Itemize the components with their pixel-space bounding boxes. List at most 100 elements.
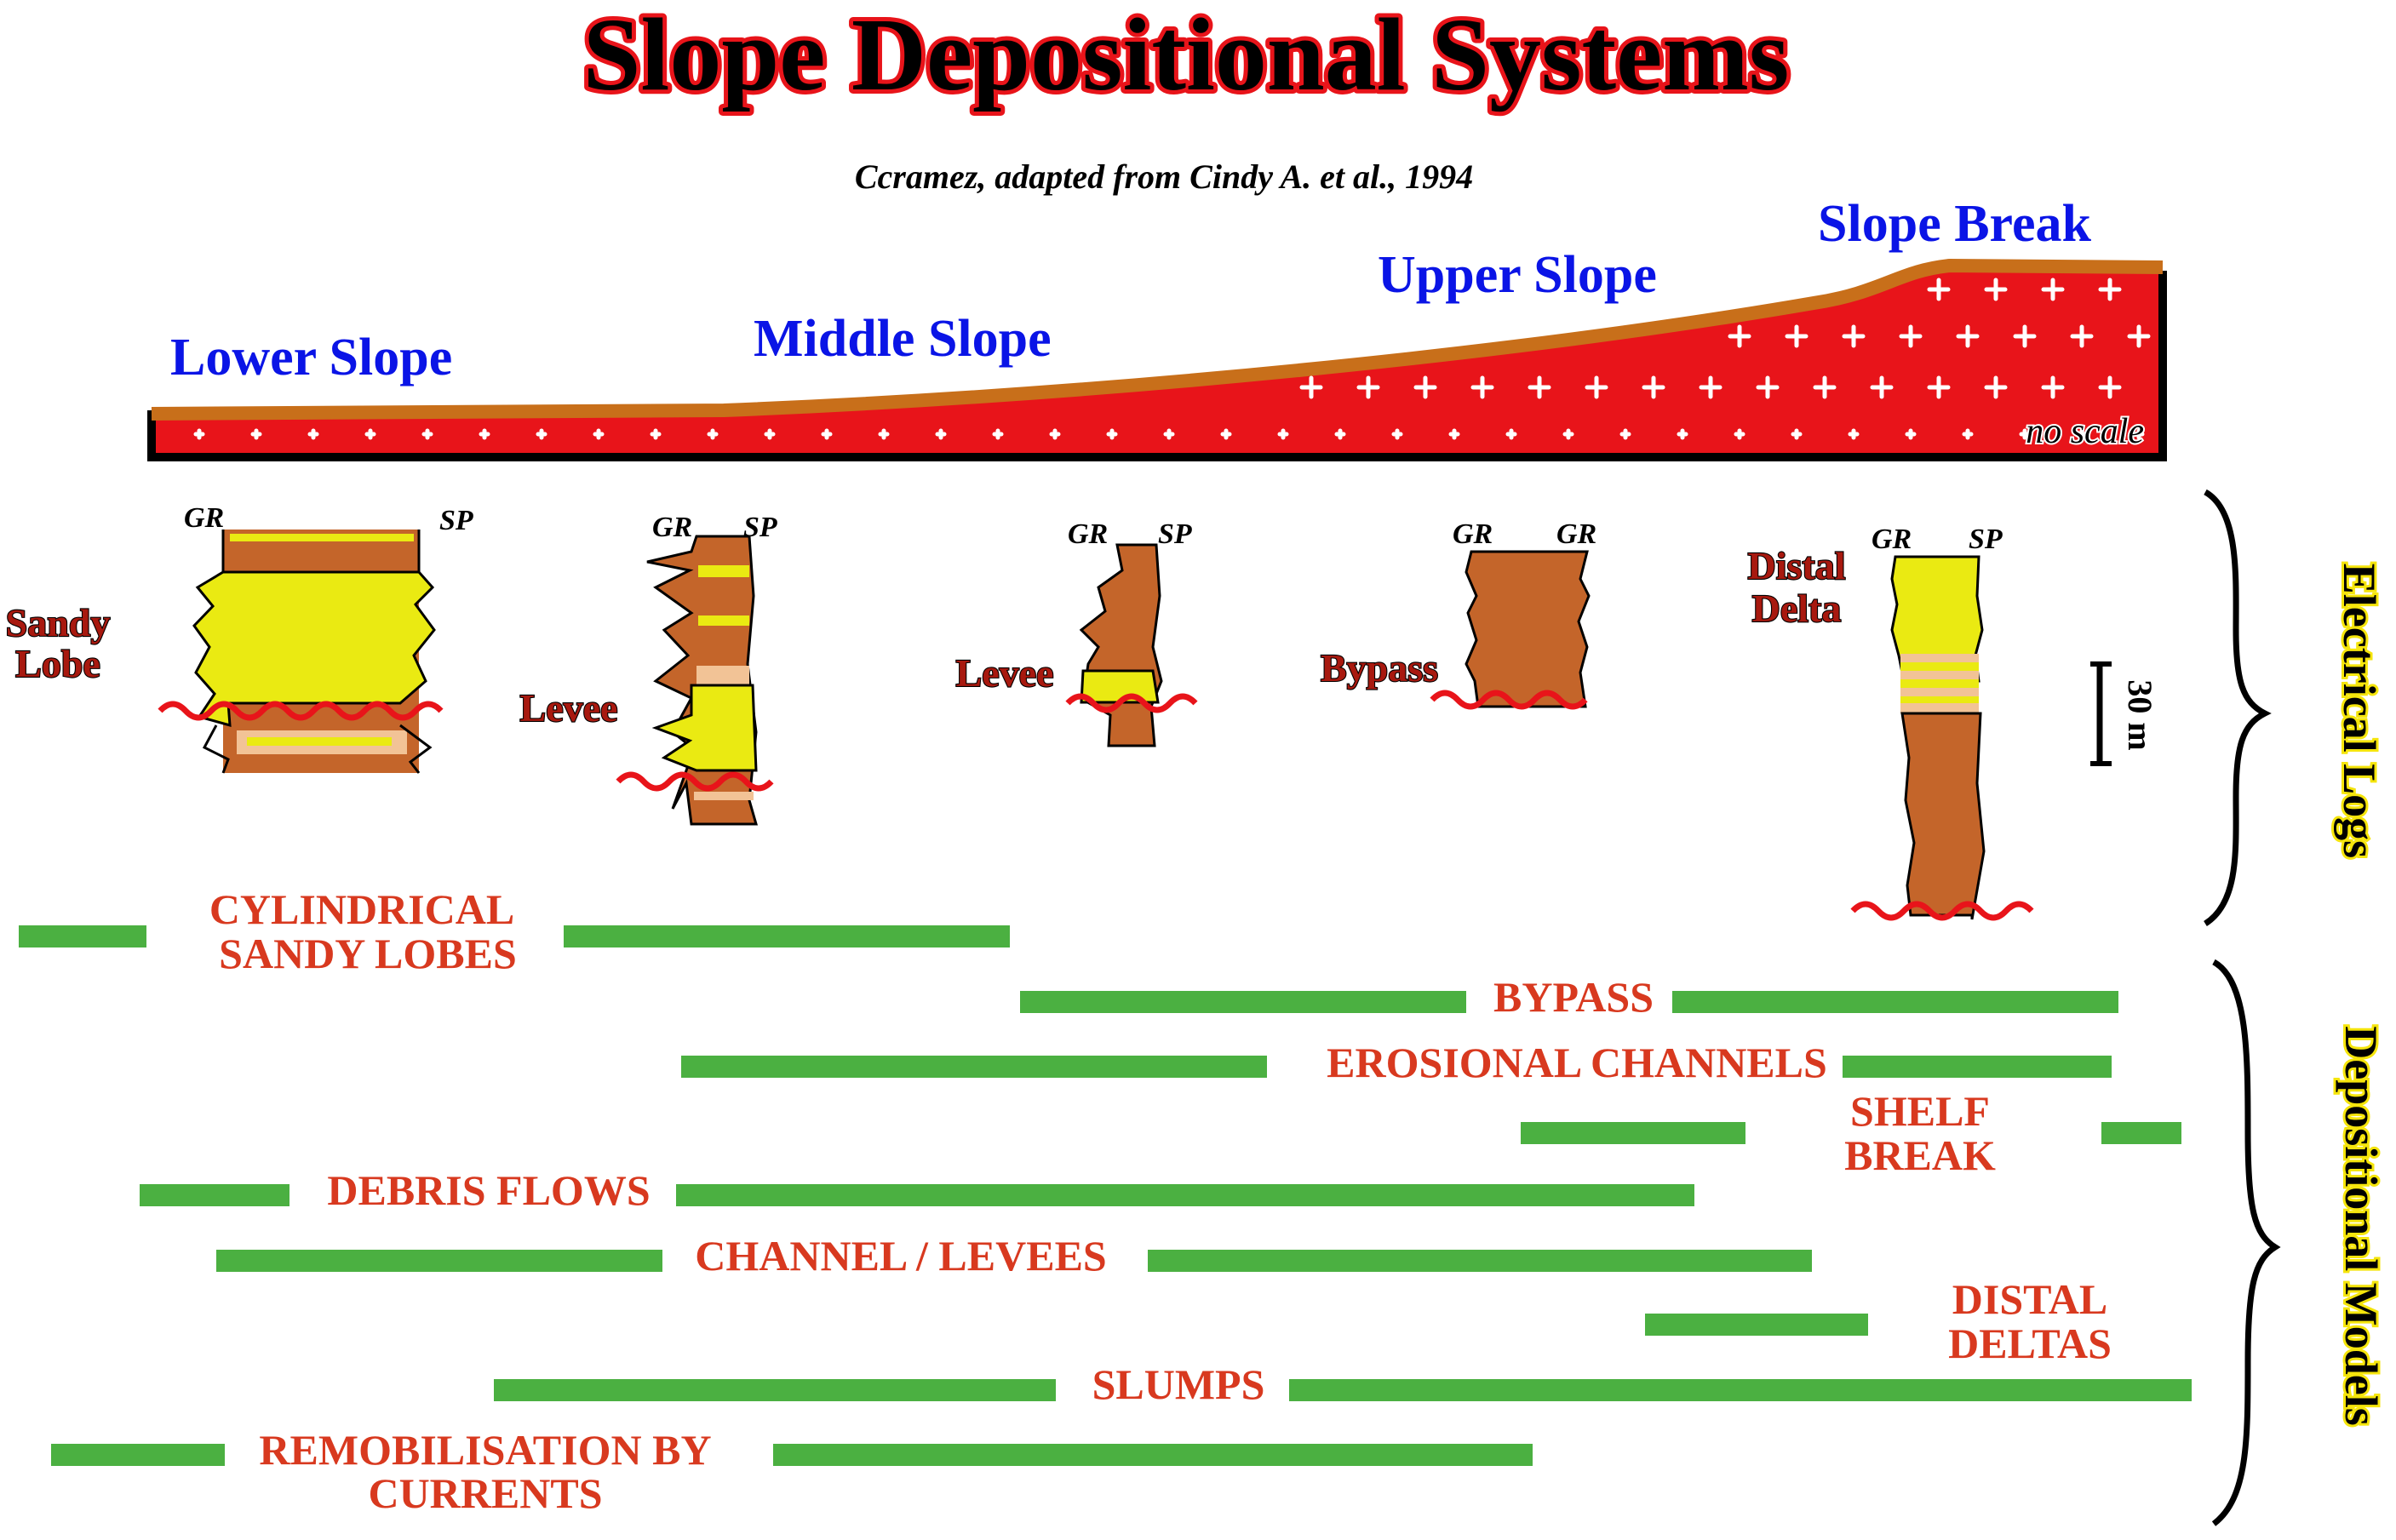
- range-bar: [216, 1250, 662, 1272]
- log-gr-label: GR: [1068, 518, 1108, 550]
- range-bar: [1289, 1379, 2192, 1401]
- range-bar: [681, 1056, 1267, 1078]
- model-label: SLUMPS: [1092, 1360, 1265, 1408]
- model-label: DEBRIS FLOWS: [327, 1166, 650, 1214]
- range-bar: [1672, 991, 2118, 1013]
- log-bypass: GR GR Bypass: [1320, 518, 1596, 710]
- log-name: Bypass: [1321, 646, 1438, 690]
- brace-electrical: [2204, 489, 2272, 926]
- model-erosional-channels: EROSIONAL CHANNELS: [681, 1039, 2112, 1086]
- log-name-line1: Sandy: [6, 601, 111, 644]
- log-sp-label: SP: [1969, 524, 2003, 555]
- range-bar: [1843, 1056, 2112, 1078]
- brace-depositional: [2211, 959, 2281, 1526]
- model-shelf-break: SHELF BREAK: [1521, 1087, 2181, 1179]
- log-gr-label: GR: [1872, 524, 1912, 555]
- log-right-trace: [399, 530, 433, 774]
- log-sand-thin-top: [230, 534, 414, 541]
- log-sand-lower-2: [247, 737, 392, 746]
- log-sand-band-2: [1900, 679, 1979, 688]
- log-pale-band-lower: [694, 792, 754, 800]
- slope-profile: no scale: [147, 258, 2167, 461]
- basement-crosses: [193, 278, 2151, 440]
- model-label: CHANNEL / LEVEES: [695, 1232, 1106, 1280]
- log-sand-band-2: [698, 615, 749, 626]
- scale-bar: 30 m: [2090, 661, 2159, 766]
- slope-substrate: [152, 269, 2163, 455]
- scale-bar-label: 30 m: [2121, 679, 2159, 750]
- no-scale-label: no scale: [2026, 412, 2144, 451]
- range-bar: [51, 1444, 225, 1466]
- side-label-depositional-models: Depositional Models: [2336, 1026, 2387, 1426]
- zone-label-middle-slope: Middle Slope: [754, 310, 1052, 368]
- range-bar: [676, 1184, 1694, 1206]
- model-label: EROSIONAL CHANNELS: [1327, 1039, 1827, 1086]
- log-body-sand: [1080, 669, 1160, 704]
- zone-label-upper-slope: Upper Slope: [1378, 246, 1657, 304]
- model-distal-deltas: DISTAL DELTAS: [1645, 1275, 2112, 1367]
- log-sandy-lobe: GR SP Sandy Lobe: [5, 502, 473, 774]
- log-gr-label-1: GR: [1453, 518, 1493, 550]
- model-remobilisation-by-currents: REMOBILISATION BY CURRENTS: [51, 1426, 1533, 1517]
- page-title: Slope Depositional Systems: [583, 0, 1790, 112]
- slope-drape: [151, 258, 2164, 421]
- log-sp-label: SP: [439, 505, 473, 536]
- range-bar: [564, 925, 1010, 947]
- log-sand-band-1: [698, 565, 749, 577]
- log-gr-label: GR: [184, 502, 224, 534]
- log-name-line2: Lobe: [15, 642, 100, 685]
- model-slumps: SLUMPS: [494, 1360, 2192, 1408]
- range-bar: [494, 1379, 1056, 1401]
- model-label-line1: DISTAL: [1952, 1275, 2107, 1323]
- slope-frame: [147, 271, 2167, 461]
- range-bar: [1020, 991, 1466, 1013]
- model-bypass: BYPASS: [1020, 973, 2118, 1021]
- erosion-surface: [1430, 690, 1588, 710]
- range-bar: [773, 1444, 1533, 1466]
- log-left-trace: [202, 530, 230, 774]
- model-label-line2: CURRENTS: [368, 1469, 602, 1517]
- model-debris-flows: DEBRIS FLOWS: [140, 1166, 1694, 1214]
- log-sand-band-1: [1900, 662, 1979, 671]
- log-body-shale: [1079, 543, 1163, 747]
- log-levee-1: GR SP Levee: [519, 512, 777, 826]
- model-label: BYPASS: [1493, 973, 1654, 1021]
- range-bar: [140, 1184, 289, 1206]
- range-bar: [19, 925, 146, 947]
- model-label-line1: REMOBILISATION BY: [259, 1426, 711, 1474]
- log-body-sand: [651, 684, 758, 772]
- credit-line: Ccramez, adapted from Cindy A. et al., 1…: [855, 157, 1473, 196]
- log-gr-label-2: GR: [1556, 518, 1596, 550]
- erosion-surface: [1065, 693, 1198, 713]
- erosion-surface: [616, 771, 774, 792]
- model-label-line1: SHELF: [1850, 1087, 1990, 1135]
- model-channel-levees: CHANNEL / LEVEES: [216, 1232, 1812, 1280]
- log-body-shale: [1465, 550, 1591, 708]
- log-gr-label: GR: [652, 512, 692, 543]
- range-bar: [2101, 1122, 2181, 1144]
- model-label-line1: CYLINDRICAL: [209, 885, 514, 933]
- log-sand-band-3: [1900, 696, 1979, 703]
- log-name: Levee: [520, 686, 618, 730]
- log-name-line2: Delta: [1752, 587, 1842, 630]
- log-body-shale: [1900, 712, 1986, 920]
- log-name: Levee: [956, 651, 1054, 695]
- range-bar: [1645, 1314, 1868, 1336]
- log-sp-label: SP: [1158, 518, 1192, 550]
- log-distal-delta: GR SP Distal Delta: [1746, 524, 2034, 921]
- model-label-line2: DELTAS: [1948, 1320, 2112, 1367]
- range-bar: [1148, 1250, 1812, 1272]
- erosion-surface: [158, 701, 444, 721]
- log-levee-2: GR SP Levee: [954, 518, 1198, 747]
- erosion-surface: [1850, 901, 2034, 921]
- log-sp-label: SP: [743, 512, 777, 543]
- side-label-electrical-logs: Electrical Logs: [2334, 564, 2385, 858]
- zone-label-slope-break: Slope Break: [1818, 195, 2091, 253]
- range-bar: [1521, 1122, 1745, 1144]
- log-name-line1: Distal: [1748, 544, 1846, 587]
- model-label-line2: BREAK: [1844, 1131, 1996, 1179]
- model-cylindrical-sandy-lobes: CYLINDRICAL SANDY LOBES: [19, 885, 1010, 977]
- model-label-line2: SANDY LOBES: [219, 930, 517, 977]
- zone-label-lower-slope: Lower Slope: [170, 329, 452, 386]
